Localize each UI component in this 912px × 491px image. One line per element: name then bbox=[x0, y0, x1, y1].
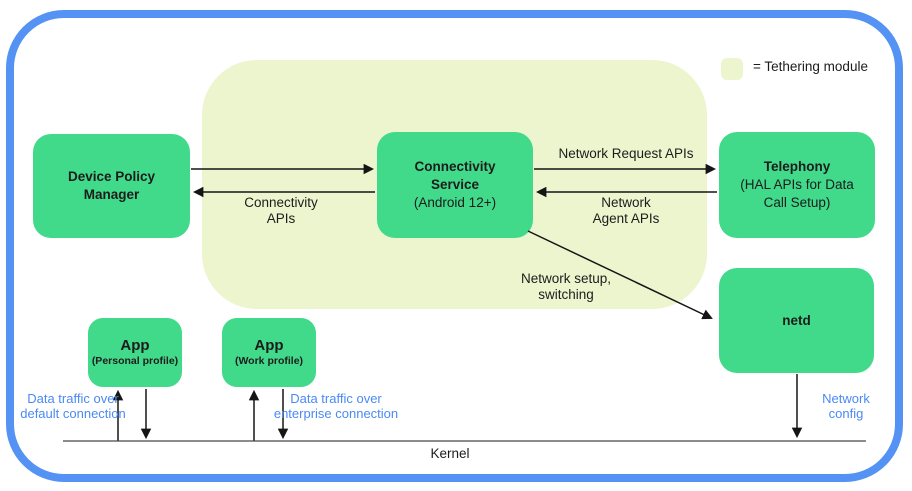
app-personal-subtitle: (Personal profile) bbox=[91, 355, 179, 367]
connectivity-service-title-line2: Service bbox=[430, 177, 480, 192]
kernel-label: Kernel bbox=[430, 446, 470, 461]
netd-box: netd bbox=[719, 268, 874, 373]
device-policy-manager-title-line2: Manager bbox=[83, 187, 140, 202]
telephony-title: Telephony bbox=[763, 159, 831, 174]
telephony-box: Telephony (HAL APIs for Data Call Setup) bbox=[719, 132, 875, 238]
device-policy-manager-title-line1: Device Policy bbox=[67, 169, 156, 184]
connectivity-apis-label: Connectivity APIs bbox=[244, 195, 318, 226]
connectivity-service-title-line1: Connectivity bbox=[414, 159, 496, 174]
device-policy-manager-box: Device Policy Manager bbox=[33, 134, 190, 238]
app-personal-profile-box: App (Personal profile) bbox=[88, 318, 182, 387]
outer-frame-border bbox=[6, 10, 903, 482]
connectivity-service-box: Connectivity Service (Android 12+) bbox=[377, 132, 533, 238]
network-setup-switching-label: Network setup, switching bbox=[520, 271, 612, 302]
data-traffic-enterprise-label: Data traffic over enterprise connection bbox=[273, 391, 399, 421]
telephony-subtitle-line1: (HAL APIs for Data bbox=[740, 177, 854, 192]
connectivity-service-subtitle: (Android 12+) bbox=[413, 195, 497, 210]
network-request-apis-label: Network Request APIs bbox=[558, 146, 694, 161]
app-personal-title: App bbox=[120, 337, 150, 354]
tethering-module-legend-label: = Tethering module bbox=[753, 59, 868, 74]
network-config-label: Network config bbox=[822, 391, 870, 421]
app-work-title: App bbox=[254, 337, 284, 354]
data-traffic-default-label: Data traffic over default connection bbox=[20, 391, 126, 421]
app-work-subtitle: (Work profile) bbox=[234, 355, 304, 367]
network-agent-apis-label: Network Agent APIs bbox=[592, 195, 660, 226]
app-work-profile-box: App (Work profile) bbox=[222, 318, 316, 387]
telephony-subtitle-line2: Call Setup) bbox=[763, 195, 831, 210]
tethering-module-legend-swatch bbox=[721, 58, 743, 80]
netd-title: netd bbox=[782, 312, 811, 328]
